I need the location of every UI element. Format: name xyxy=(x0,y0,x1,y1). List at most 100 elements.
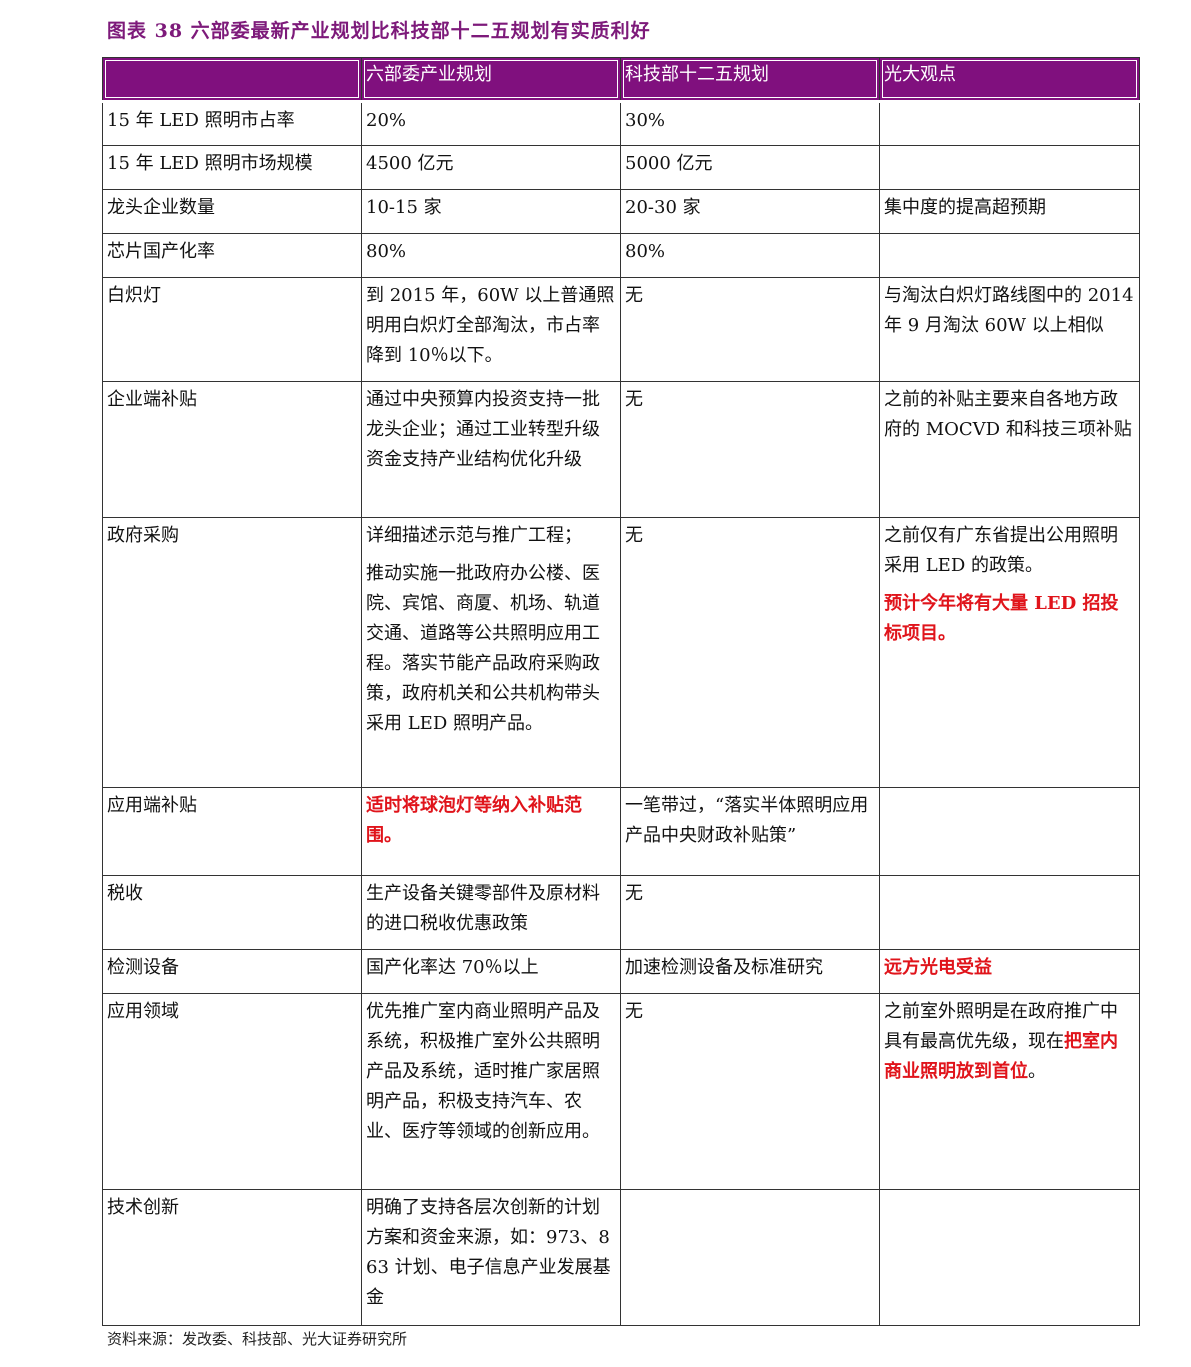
cell-everbright-view: 与淘汰白炽灯路线图中的 2014 年 9 月淘汰 60W 以上相似 xyxy=(879,277,1140,382)
cell-paragraph: 无 xyxy=(625,879,875,909)
cell-everbright-view xyxy=(879,145,1140,190)
row-label: 15 年 LED 照明市场规模 xyxy=(102,145,362,190)
table-row: 税收生产设备关键零部件及原材料的进口税收优惠政策无 xyxy=(102,875,1140,950)
cell-paragraph: 10-15 家 xyxy=(366,193,616,223)
cell-paragraph: 30% xyxy=(625,106,875,136)
cell-everbright-view xyxy=(879,101,1140,146)
table-row: 检测设备国产化率达 70％以上加速检测设备及标准研究远方光电受益 xyxy=(102,949,1140,994)
cell-text: 优先推广室内商业照明产品及系统，积极推广室外公共照明产品及系统，适时推广家居照明… xyxy=(366,1001,600,1142)
cell-paragraph: 之前室外照明是在政府推广中具有最高优先级，现在把室内商业照明放到首位。 xyxy=(884,997,1135,1087)
cell-text: 一笔带过，“落实半体照明应用产品中央财政补贴策” xyxy=(625,795,869,846)
cell-paragraph: 适时将球泡灯等纳入补贴范围。 xyxy=(366,791,616,851)
cell-paragraph: 20% xyxy=(366,106,616,136)
cell-text: 30% xyxy=(625,110,666,131)
row-label: 政府采购 xyxy=(102,517,362,788)
cell-text: 无 xyxy=(625,525,643,546)
cell-text: 通过中央预算内投资支持一批龙头企业；通过工业转型升级资金支持产业结构优化升级 xyxy=(366,389,600,470)
table-row: 技术创新明确了支持各层次创新的计划方案和资金来源，如：973、863 计划、电子… xyxy=(102,1189,1140,1326)
cell-six-ministries: 明确了支持各层次创新的计划方案和资金来源，如：973、863 计划、电子信息产业… xyxy=(361,1189,621,1326)
cell-six-ministries: 适时将球泡灯等纳入补贴范围。 xyxy=(361,787,621,876)
table-row: 白炽灯到 2015 年，60W 以上普通照明用白炽灯全部淘汰，市占率降到 10％… xyxy=(102,277,1140,382)
row-label: 应用领域 xyxy=(102,993,362,1190)
cell-paragraph: 之前仅有广东省提出公用照明采用 LED 的政策。 xyxy=(884,521,1135,581)
cell-most-plan: 一笔带过，“落实半体照明应用产品中央财政补贴策” xyxy=(620,787,880,876)
cell-everbright-view xyxy=(879,875,1140,950)
cell-paragraph: 无 xyxy=(625,997,875,1027)
cell-six-ministries: 10-15 家 xyxy=(361,189,621,234)
cell-most-plan: 加速检测设备及标准研究 xyxy=(620,949,880,994)
cell-paragraph: 80% xyxy=(625,237,875,267)
cell-paragraph: 国产化率达 70％以上 xyxy=(366,953,616,983)
cell-paragraph: 无 xyxy=(625,281,875,311)
emphasis-text: 把室内商业照明放到首位 xyxy=(884,1031,1118,1082)
cell-six-ministries: 优先推广室内商业照明产品及系统，积极推广室外公共照明产品及系统，适时推广家居照明… xyxy=(361,993,621,1190)
row-label: 白炽灯 xyxy=(102,277,362,382)
cell-everbright-view xyxy=(879,233,1140,278)
cell-paragraph: 与淘汰白炽灯路线图中的 2014 年 9 月淘汰 60W 以上相似 xyxy=(884,281,1135,341)
cell-text: 详细描述示范与推广工程； xyxy=(366,525,582,546)
table-row: 应用领域优先推广室内商业照明产品及系统，积极推广室外公共照明产品及系统，适时推广… xyxy=(102,993,1140,1190)
cell-most-plan: 无 xyxy=(620,277,880,382)
cell-text: 国产化率达 70％以上 xyxy=(366,957,539,978)
cell-six-ministries: 通过中央预算内投资支持一批龙头企业；通过工业转型升级资金支持产业结构优化升级 xyxy=(361,381,621,518)
cell-text: 推动实施一批政府办公楼、医院、宾馆、商厦、机场、轨道交通、道路等公共照明应用工程… xyxy=(366,563,600,734)
cell-paragraph: 80% xyxy=(366,237,616,267)
emphasis-text: 预计今年将有大量 LED 招投标项目。 xyxy=(884,593,1119,644)
cell-paragraph: 通过中央预算内投资支持一批龙头企业；通过工业转型升级资金支持产业结构优化升级 xyxy=(366,385,616,475)
table-header-row: 六部委产业规划 科技部十二五规划 光大观点 xyxy=(102,57,1140,103)
cell-paragraph: 之前的补贴主要来自各地方政府的 MOCVD 和科技三项补贴 xyxy=(884,385,1135,445)
row-label: 技术创新 xyxy=(102,1189,362,1326)
header-cell-everbright-view: 光大观点 xyxy=(879,57,1140,103)
row-label: 企业端补贴 xyxy=(102,381,362,518)
cell-text: 20% xyxy=(366,110,407,131)
header-cell-blank xyxy=(102,57,362,103)
cell-most-plan: 无 xyxy=(620,517,880,788)
cell-everbright-view: 之前仅有广东省提出公用照明采用 LED 的政策。预计今年将有大量 LED 招投标… xyxy=(879,517,1140,788)
cell-paragraph: 详细描述示范与推广工程； xyxy=(366,521,616,551)
cell-text: 无 xyxy=(625,389,643,410)
cell-text: 10-15 家 xyxy=(366,197,442,218)
cell-text: 5000 亿元 xyxy=(625,153,713,174)
cell-text: 之前的补贴主要来自各地方政府的 MOCVD 和科技三项补贴 xyxy=(884,389,1132,440)
cell-six-ministries: 4500 亿元 xyxy=(361,145,621,190)
cell-paragraph: 预计今年将有大量 LED 招投标项目。 xyxy=(884,589,1135,649)
row-label: 税收 xyxy=(102,875,362,950)
cell-text: 无 xyxy=(625,1001,643,1022)
cell-paragraph: 4500 亿元 xyxy=(366,149,616,179)
cell-paragraph: 推动实施一批政府办公楼、医院、宾馆、商厦、机场、轨道交通、道路等公共照明应用工程… xyxy=(366,559,616,739)
cell-text: 20-30 家 xyxy=(625,197,701,218)
cell-everbright-view xyxy=(879,787,1140,876)
row-label: 芯片国产化率 xyxy=(102,233,362,278)
cell-everbright-view xyxy=(879,1189,1140,1326)
cell-everbright-view: 远方光电受益 xyxy=(879,949,1140,994)
cell-text: 明确了支持各层次创新的计划方案和资金来源，如：973、863 计划、电子信息产业… xyxy=(366,1197,611,1308)
cell-paragraph: 远方光电受益 xyxy=(884,953,1135,983)
emphasis-text: 远方光电受益 xyxy=(884,957,992,978)
cell-most-plan: 20-30 家 xyxy=(620,189,880,234)
cell-paragraph: 加速检测设备及标准研究 xyxy=(625,953,875,983)
cell-paragraph: 5000 亿元 xyxy=(625,149,875,179)
cell-text: 。 xyxy=(1028,1061,1046,1082)
cell-text: 无 xyxy=(625,285,643,306)
cell-six-ministries: 20% xyxy=(361,101,621,146)
cell-paragraph: 到 2015 年，60W 以上普通照明用白炽灯全部淘汰，市占率降到 10％以下。 xyxy=(366,281,616,371)
cell-six-ministries: 到 2015 年，60W 以上普通照明用白炽灯全部淘汰，市占率降到 10％以下。 xyxy=(361,277,621,382)
cell-most-plan xyxy=(620,1189,880,1326)
cell-paragraph: 明确了支持各层次创新的计划方案和资金来源，如：973、863 计划、电子信息产业… xyxy=(366,1193,616,1313)
cell-text: 之前仅有广东省提出公用照明采用 LED 的政策。 xyxy=(884,525,1118,576)
cell-text: 与淘汰白炽灯路线图中的 2014 年 9 月淘汰 60W 以上相似 xyxy=(884,285,1134,336)
cell-paragraph: 一笔带过，“落实半体照明应用产品中央财政补贴策” xyxy=(625,791,875,851)
emphasis-text: 适时将球泡灯等纳入补贴范围。 xyxy=(366,795,582,846)
cell-text: 集中度的提高超预期 xyxy=(884,197,1046,218)
cell-most-plan: 80% xyxy=(620,233,880,278)
cell-text: 无 xyxy=(625,883,643,904)
cell-text: 到 2015 年，60W 以上普通照明用白炽灯全部淘汰，市占率降到 10％以下。 xyxy=(366,285,615,366)
cell-paragraph: 生产设备关键零部件及原材料的进口税收优惠政策 xyxy=(366,879,616,939)
cell-paragraph: 集中度的提高超预期 xyxy=(884,193,1135,223)
header-cell-six-ministries: 六部委产业规划 xyxy=(361,57,621,103)
